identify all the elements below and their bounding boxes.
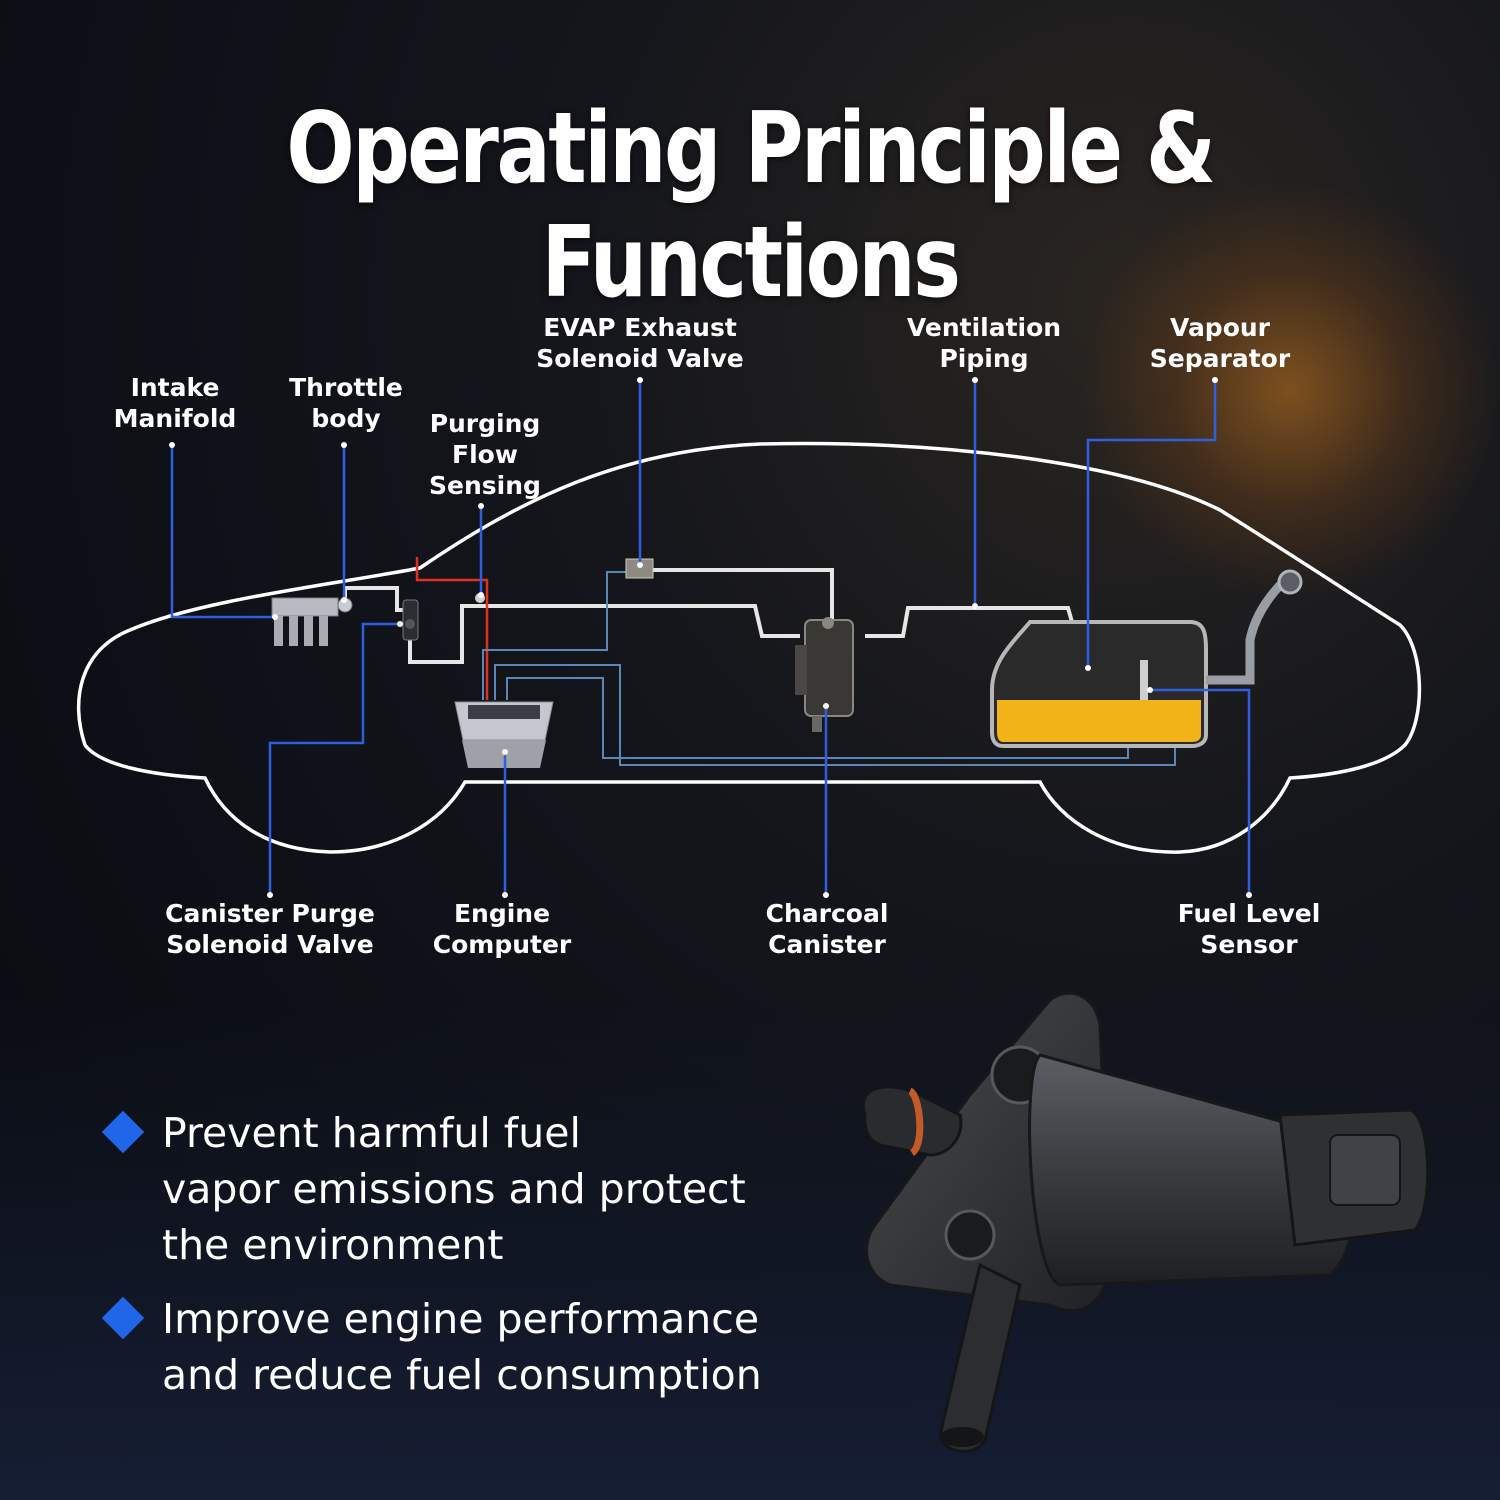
label-charcoal-canister: Charcoal Canister [765, 899, 889, 959]
label-vapour-separator: Vapour Separator [1149, 313, 1291, 373]
diamond-bullet-icon [101, 1296, 145, 1340]
feature-text: Improve engine performance and reduce fu… [162, 1295, 762, 1399]
purge-solenoid-part [402, 599, 419, 641]
diamond-bullet-icon [101, 1110, 145, 1154]
intake-manifold-part [271, 597, 353, 646]
label-purging-flow-sensing: Purging Flow Sensing [429, 409, 541, 500]
leader-lines [170, 380, 1251, 895]
signal-wire-red [415, 557, 489, 700]
evap-system-diagram [76, 377, 1422, 898]
feature-item: Improve engine performance and reduce fu… [100, 1291, 820, 1403]
label-fuel-level-sensor: Fuel Level Sensor [1177, 899, 1321, 959]
leader-dots [169, 377, 1252, 898]
label-evap-exhaust-solenoid-valve: EVAP Exhaust Solenoid Valve [536, 313, 744, 373]
label-intake-manifold: Intake Manifold [113, 373, 237, 433]
feature-item: Prevent harmful fuel vapor emissions and… [100, 1105, 820, 1273]
purge-valve-product-image [861, 991, 1430, 1453]
feature-text: Prevent harmful fuel vapor emissions and… [162, 1109, 746, 1269]
label-canister-purge-solenoid-valve: Canister Purge Solenoid Valve [165, 899, 375, 959]
feature-list: Prevent harmful fuel vapor emissions and… [100, 1105, 820, 1421]
leader-vapour-separator [1086, 380, 1217, 668]
label-engine-computer: Engine Computer [432, 899, 572, 959]
vapor-pipes [343, 568, 1074, 664]
leader-purge-solenoid [268, 622, 400, 895]
leader-intake-manifold [170, 445, 275, 619]
charcoal-canister-part [795, 617, 854, 732]
page-title: Operating Principle & Functions [286, 92, 1216, 320]
label-throttle-body: Throttle body [289, 373, 403, 433]
leader-fuel-level [1150, 688, 1251, 895]
fuel-tank-part [990, 569, 1303, 748]
label-ventilation-piping: Ventilation Piping [906, 313, 1062, 373]
background-glow [1080, 180, 1500, 600]
car-outline [76, 441, 1422, 854]
